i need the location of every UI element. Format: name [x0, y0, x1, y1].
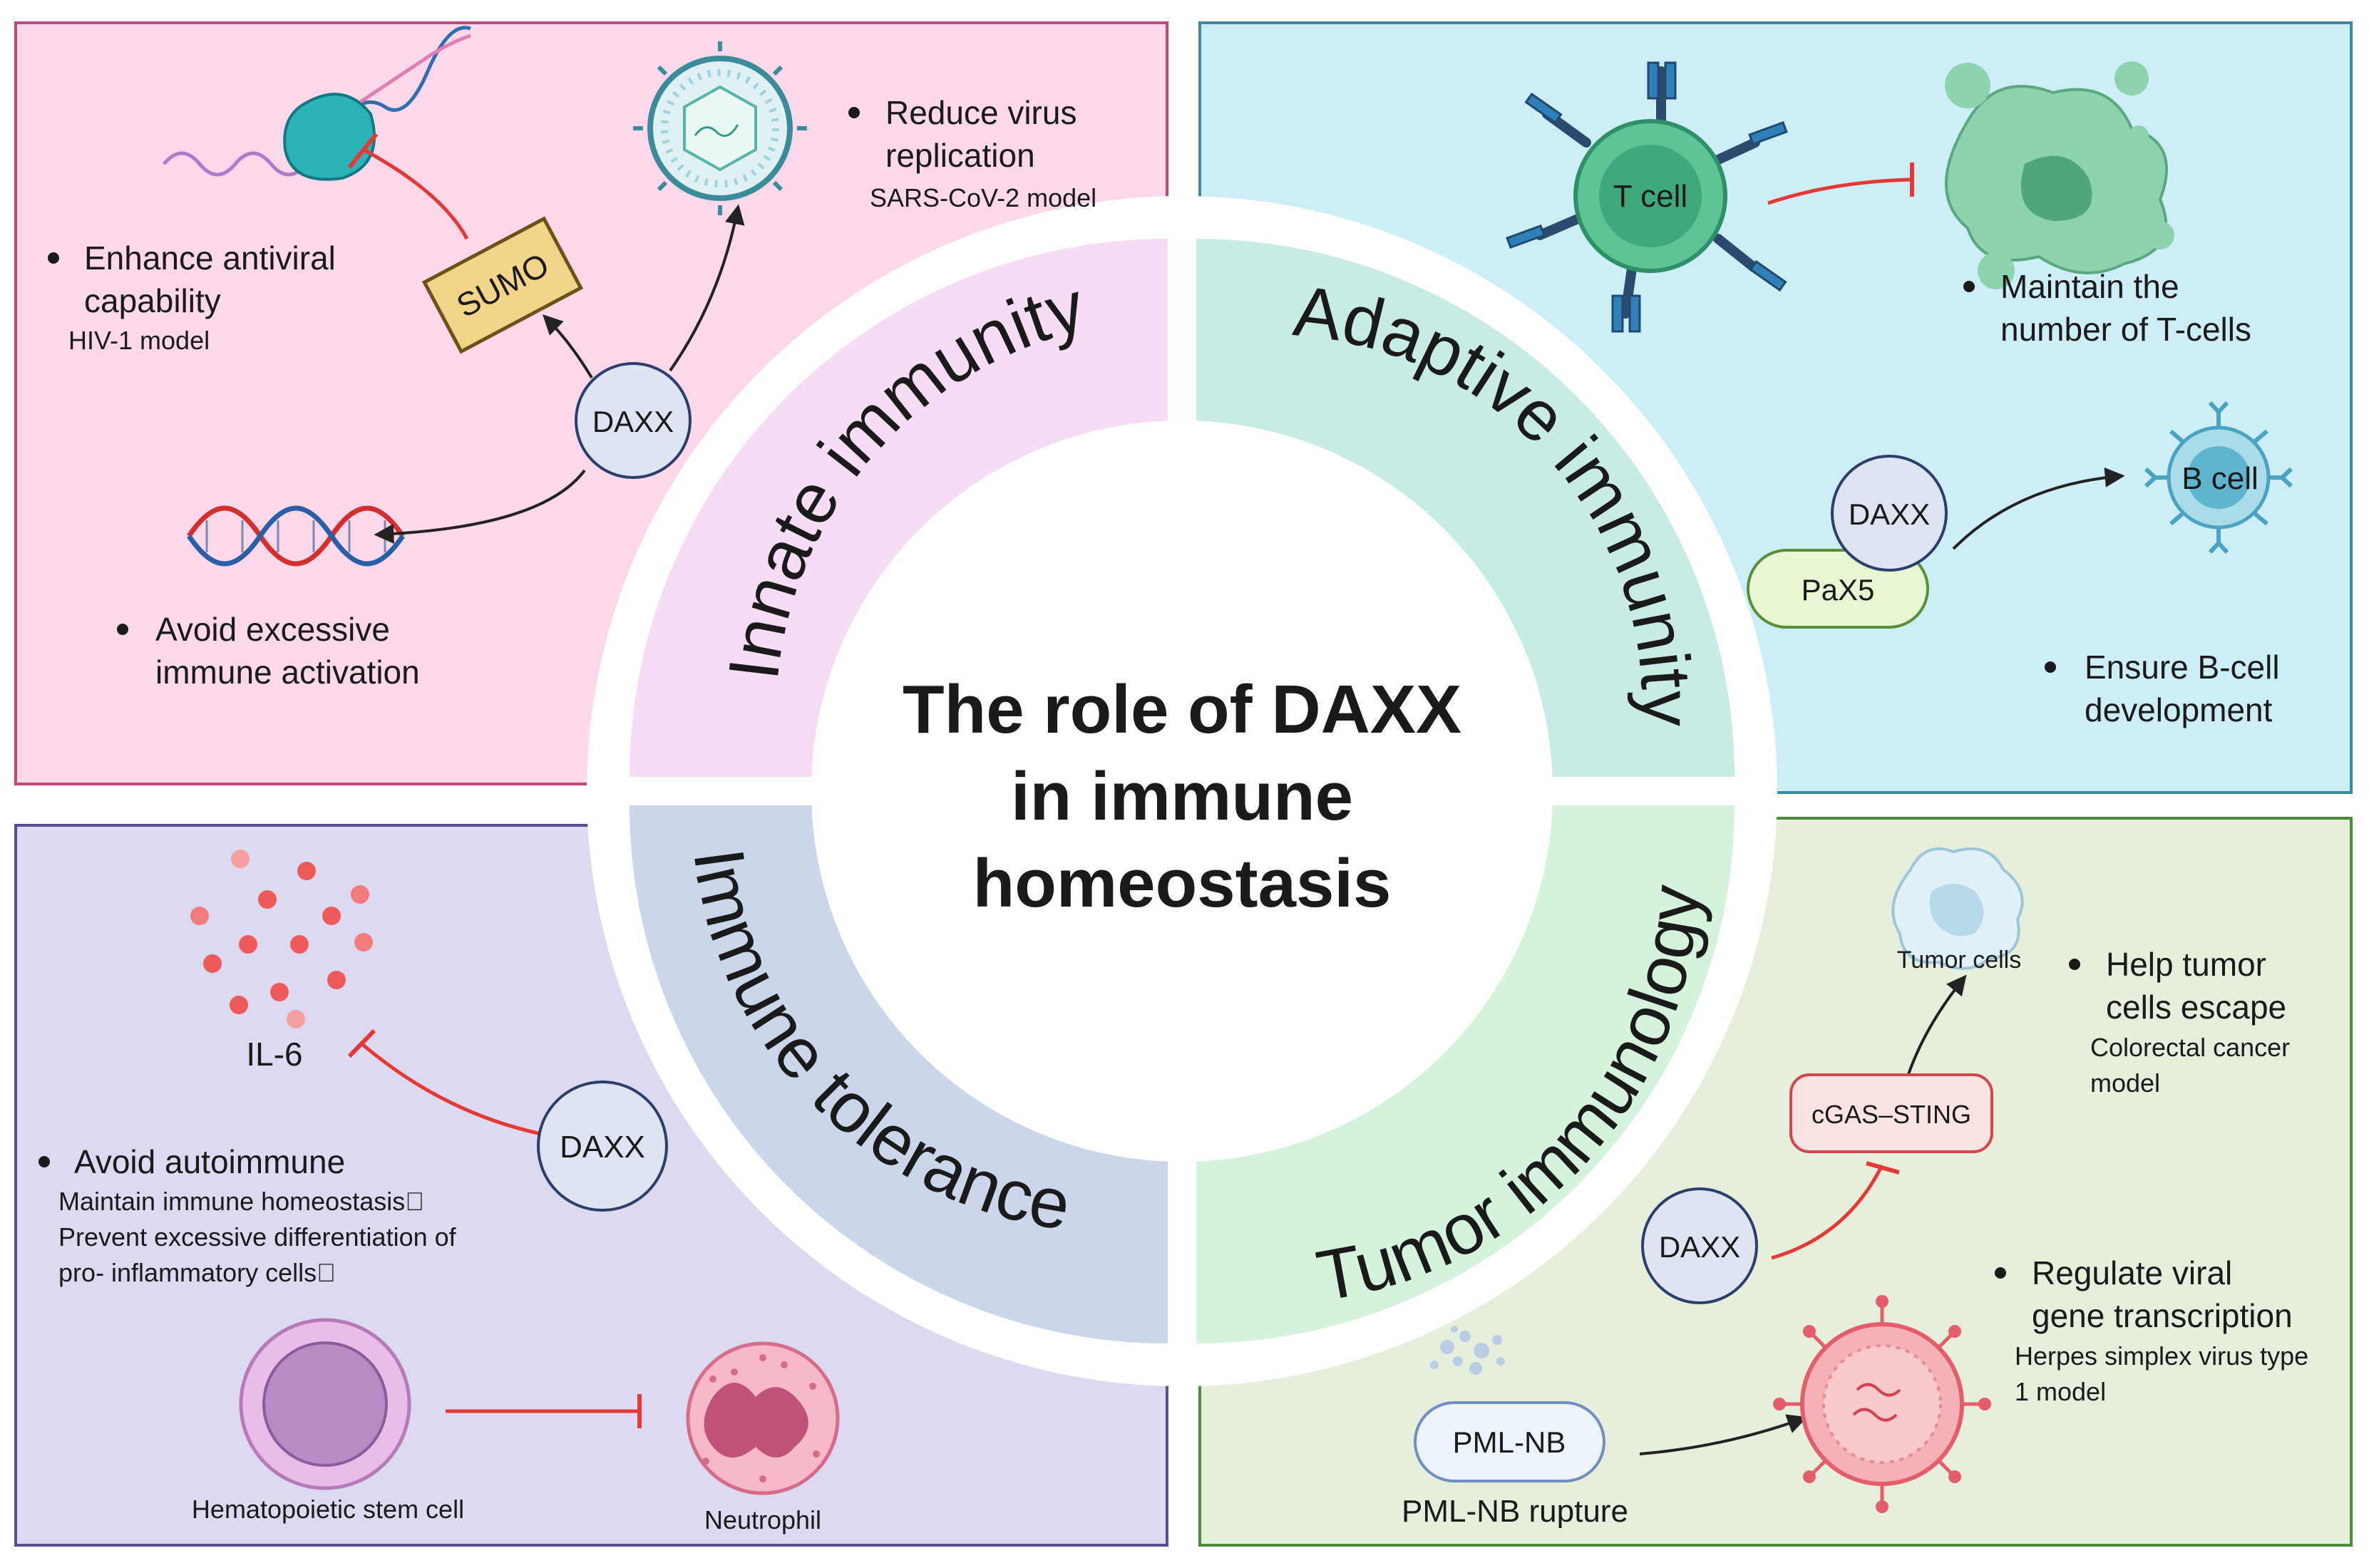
tumor-viral-line-1: Regulate viral	[2032, 1254, 2232, 1291]
cgas-sting-box	[1789, 1073, 1993, 1153]
tumor-escape-line-1: Help tumor	[2106, 946, 2266, 983]
tolerance-detail-1: Maintain immune homeostasis 	[58, 1187, 424, 1216]
adaptive-tcells-line-2: number of T-cells	[2000, 311, 2251, 348]
cgas-inhibit-bar	[1866, 1161, 1900, 1175]
adaptive-daxx-node	[1831, 455, 1948, 572]
innate-virus-line-1: Reduce virus	[885, 94, 1076, 131]
innate-content: SUMO	[48, 26, 1096, 691]
tumor-content: Tumor cells Help tumor cells escape Colo…	[1402, 847, 2308, 1529]
daxx-to-bcell-arrow	[1952, 467, 2125, 550]
il6-molecules-icon	[190, 850, 373, 1028]
cgas-sting-label: cGAS–STING	[1812, 1100, 1971, 1129]
innate-model-hiv: HIV-1 model	[68, 326, 210, 355]
tumor-model-crc-1: Colorectal cancer	[2090, 1033, 2290, 1062]
innate-virus-line-2: replication	[885, 137, 1035, 174]
bullet-dot	[1963, 281, 1975, 292]
neutrophil-label: Neutrophil	[704, 1505, 821, 1535]
pmlnb-to-virus-arrow	[1639, 1414, 1808, 1455]
innate-activation-line-2: immune activation	[155, 654, 420, 691]
tolerance-content: IL-6 DAXX Avoid autoimmune Maintain immu…	[38, 850, 840, 1535]
daxx-to-dna-arrow	[374, 469, 586, 545]
tolerance-detail-3: pro- inflammatory cells 	[58, 1258, 336, 1287]
adaptive-bcell-line-1: Ensure B-cell	[2085, 649, 2280, 686]
pml-nb-rupture: PML-NB rupture	[1402, 1494, 1628, 1529]
bullet-dot	[48, 252, 59, 264]
tumor-daxx-node	[1641, 1187, 1758, 1304]
daxx-to-sumo-arrow	[543, 314, 593, 379]
tumor-model-hsv-1: Herpes simplex virus type	[2015, 1341, 2308, 1371]
pml-nb-debris-icon	[1430, 1326, 1505, 1375]
hematopoietic-stem-cell-icon	[239, 1318, 411, 1490]
pml-nb-label: PML-NB	[1453, 1425, 1566, 1459]
adaptive-bcell-line-2: development	[2085, 691, 2273, 728]
adaptive-content: T cell Maintain the number of T-cells Pa…	[1506, 61, 2293, 728]
tcell-label: T cell	[1613, 179, 1687, 214]
cgas-to-tumor-arrow	[1906, 974, 1967, 1077]
adaptive-daxx-label: DAXX	[1849, 497, 1930, 531]
il6-label: IL-6	[246, 1036, 302, 1073]
tumor-escape-line-2: cells escape	[2106, 989, 2286, 1026]
il6-inhibit-bar	[347, 1028, 376, 1058]
cgas-inhibit-line	[1771, 1164, 1884, 1260]
innate-activation-line-1: Avoid excessive	[155, 611, 390, 648]
tolerance-detail-2: Prevent excessive differentiation of	[58, 1222, 457, 1252]
pml-nb-pill	[1414, 1401, 1605, 1482]
bcell-label: B cell	[2182, 461, 2258, 496]
b-cell-icon	[2144, 401, 2293, 555]
innate-daxx-label: DAXX	[592, 405, 674, 438]
tumor-cell-icon	[1891, 847, 2024, 970]
daxx-to-virus-arrow	[669, 204, 745, 372]
title-line-3: homeostasis	[973, 845, 1392, 922]
tumor-cells-label: Tumor cells	[1897, 947, 2021, 974]
tumor-model-hsv-2: 1 model	[2015, 1377, 2106, 1406]
innate-antiviral-line-1: Enhance antiviral	[84, 239, 336, 277]
title-line-2: in immune	[1011, 758, 1353, 835]
tumor-model-crc-2: model	[2090, 1068, 2160, 1098]
adaptive-tcells-line-1: Maintain the	[2000, 268, 2179, 305]
innate-daxx-node	[575, 362, 692, 479]
sumo-box: SUMO	[421, 216, 584, 354]
title-line-1: The role of DAXX	[903, 671, 1461, 748]
neutrophil-icon	[686, 1341, 840, 1495]
hsc-label: Hematopoietic stem cell	[192, 1495, 464, 1524]
bullet-dot	[2069, 959, 2080, 970]
sumo-inhibit-line	[362, 148, 469, 240]
bullet-dot	[38, 1156, 50, 1167]
coronavirus-icon	[633, 41, 807, 215]
t-cell-icon	[1506, 61, 1788, 333]
bullet-dot	[117, 624, 128, 635]
apoptotic-cell-icon	[1945, 61, 2174, 289]
bullet-dot	[2045, 661, 2056, 673]
sumo-inhibit-bar	[347, 133, 379, 169]
tolerance-daxx-label: DAXX	[560, 1130, 645, 1165]
innate-model-sars: SARS-CoV-2 model	[870, 183, 1096, 212]
innate-antiviral-line-2: capability	[84, 282, 221, 319]
il6-inhibit-line	[361, 1043, 539, 1135]
bullet-dot	[1995, 1267, 2006, 1279]
tumor-viral-line-2: gene transcription	[2032, 1297, 2293, 1334]
tolerance-daxx-node	[537, 1080, 668, 1212]
bullet-dot	[848, 107, 860, 118]
center-disk	[811, 421, 1553, 1162]
tcell-inhibit-line	[1767, 177, 1911, 205]
pax5-label: PaX5	[1802, 573, 1875, 607]
viral-rna-protein-icon	[163, 26, 471, 181]
center-title: The role of DAXX in immune homeostasis	[903, 671, 1461, 922]
tolerance-autoimmune: Avoid autoimmune	[74, 1143, 345, 1180]
herpes-virus-icon	[1773, 1295, 1991, 1513]
tumor-daxx-label: DAXX	[1659, 1230, 1740, 1264]
